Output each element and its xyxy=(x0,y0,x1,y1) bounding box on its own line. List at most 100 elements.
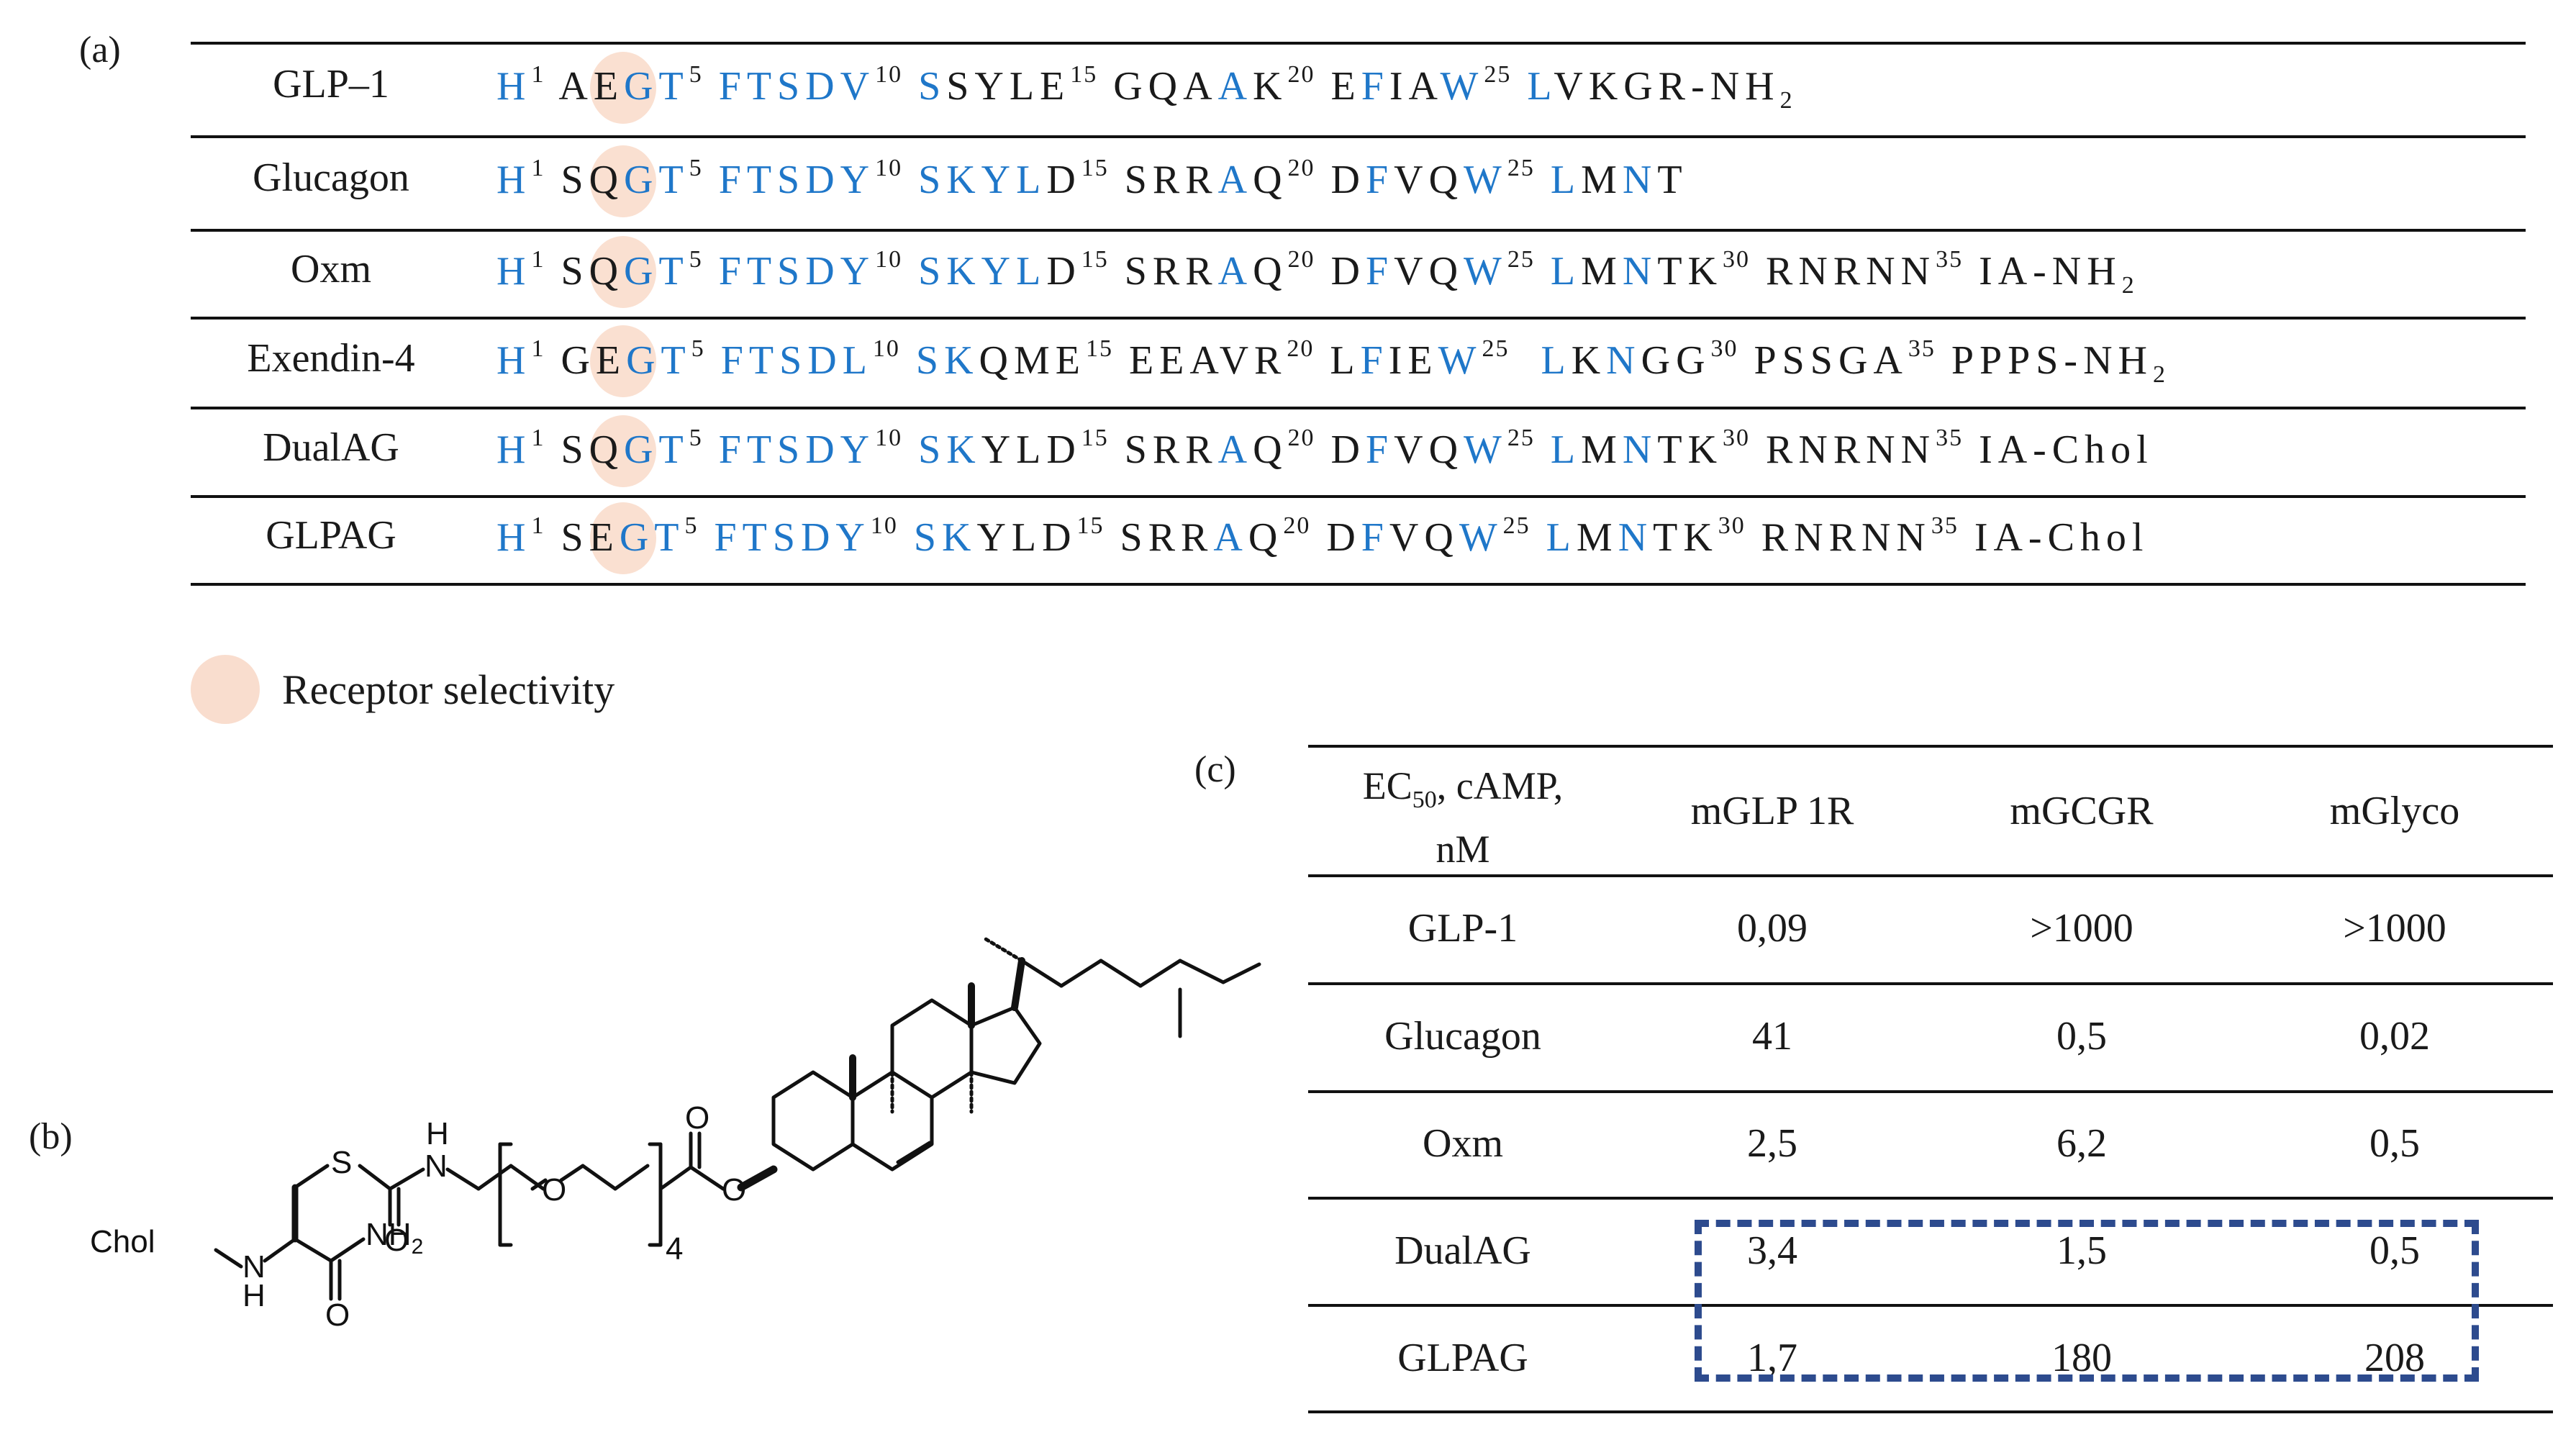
residue-segment: H xyxy=(496,427,532,472)
carbamate-n: N xyxy=(425,1149,448,1184)
residue-segment: YLD xyxy=(976,515,1077,560)
residue-segment: W xyxy=(1464,249,1507,294)
legend-label: Receptor selectivity xyxy=(282,666,615,713)
residue-number: 10 xyxy=(875,155,903,181)
selectivity-highlight xyxy=(590,325,656,397)
residue-segment: D xyxy=(1315,158,1366,202)
residue-segment: GG xyxy=(1641,338,1711,383)
table-c-row-rule xyxy=(1308,1197,2553,1200)
row-name: Oxm xyxy=(1423,1121,1503,1166)
residue-number: 30 xyxy=(1718,512,1746,539)
residue-segment: RNRNN xyxy=(1750,249,1936,294)
cell-value: >1000 xyxy=(2343,906,2446,951)
table-header-col: mGLP 1R xyxy=(1690,789,1854,833)
residue-segment: Q xyxy=(1253,158,1288,202)
thioether-s: S xyxy=(331,1145,352,1180)
residue-number: 35 xyxy=(1931,512,1959,539)
residue-segment: W xyxy=(1438,338,1482,383)
residue-number: 5 xyxy=(684,512,699,539)
peptide-sequence: H1 SEGT5 FTSDY10 SKYLD15 SRRAQ20 DFVQW25… xyxy=(496,512,2149,561)
residue-segment: H xyxy=(496,515,532,560)
residue-segment: W xyxy=(1464,158,1507,202)
residue-number: 15 xyxy=(1076,512,1105,539)
selectivity-highlight xyxy=(590,145,656,217)
peg-o: O xyxy=(542,1172,566,1208)
row-name: GLPAG xyxy=(1397,1336,1528,1380)
ester-carbonyl-o: O xyxy=(685,1100,709,1136)
sequence-name: GLPAG xyxy=(266,513,396,558)
residue-segment: SYLE xyxy=(946,64,1071,109)
residue-segment: VQ xyxy=(1389,515,1459,560)
residue-segment: RNRNN xyxy=(1745,515,1931,560)
peptide-sequence: H1 SQGT5 FTSDY10 SKYLD15 SRRAQ20 DFVQW25… xyxy=(496,246,2140,299)
cell-value: 1,5 xyxy=(2056,1228,2107,1273)
cell-value: 6,2 xyxy=(2056,1121,2107,1166)
residue-segment: D xyxy=(1046,249,1081,294)
residue-segment: SQ xyxy=(545,427,625,472)
sequence-name: GLP–1 xyxy=(273,62,389,107)
residue-number: 5 xyxy=(689,246,703,273)
residue-segment: M xyxy=(1581,158,1623,202)
row-name: GLP-1 xyxy=(1407,906,1518,951)
residue-segment: S xyxy=(902,64,947,109)
residue-number: 35 xyxy=(1908,335,1936,362)
cell-value: 41 xyxy=(1752,1014,1792,1059)
residue-segment: VKGR-NH xyxy=(1554,64,1780,109)
residue-segment: TK xyxy=(1653,515,1718,560)
residue-segment: SRR xyxy=(1108,158,1218,202)
cell-value: 0,02 xyxy=(2359,1014,2430,1059)
carbamate-h: H xyxy=(426,1116,449,1151)
residue-number: 5 xyxy=(691,335,705,362)
peg-repeat: 4 xyxy=(666,1231,683,1267)
residue-segment: W xyxy=(1459,515,1503,560)
residue-segment: M xyxy=(1581,249,1623,294)
residue-segment: FTSDY xyxy=(702,158,876,202)
sequence-name: Oxm xyxy=(291,247,371,291)
residue-number: 1 xyxy=(531,512,545,539)
peptide-sequence: H1 SQGT5 FTSDY10 SKYLD15 SRRAQ20 DFVQW25… xyxy=(496,425,2154,473)
residue-segment: IE xyxy=(1388,338,1438,383)
table-a-row-rule xyxy=(191,407,2526,409)
residue-number: 15 xyxy=(1081,425,1109,451)
residue-segment: A xyxy=(1217,249,1253,294)
residue-number: 25 xyxy=(1507,155,1535,181)
panel-label-c: (c) xyxy=(1194,749,1236,790)
residue-number: 20 xyxy=(1287,335,1315,362)
residue-segment: IA-Chol xyxy=(1958,515,2149,560)
table-c-bottom-rule xyxy=(1308,1410,2553,1413)
table-header-col: mGlyco xyxy=(2329,789,2460,833)
residue-segment: L xyxy=(1534,249,1582,294)
residue-segment: SQ xyxy=(545,158,625,202)
residue-segment: VQ xyxy=(1394,158,1464,202)
residue-number: 1 xyxy=(531,246,545,273)
residue-segment: VQ xyxy=(1394,427,1464,472)
residue-segment: SRR xyxy=(1104,515,1214,560)
residue-segment: Q xyxy=(1248,515,1284,560)
residue-segment: K xyxy=(1253,64,1288,109)
residue-number: 25 xyxy=(1484,61,1512,88)
residue-segment: E xyxy=(1315,64,1361,109)
amine-n: N xyxy=(242,1249,266,1285)
residue-segment: PPPS-NH xyxy=(1935,338,2153,383)
residue-segment: QME xyxy=(979,338,1086,383)
amine-h: H xyxy=(242,1278,266,1313)
residue-segment: L xyxy=(1530,515,1577,560)
residue-segment: K xyxy=(1571,338,1607,383)
residue-segment: W xyxy=(1464,427,1507,472)
row-name: Glucagon xyxy=(1384,1014,1541,1059)
residue-number: 25 xyxy=(1507,425,1535,451)
subscript: 2 xyxy=(1779,87,1798,114)
residue-number: 10 xyxy=(875,246,903,273)
residue-segment: Q xyxy=(1253,249,1288,294)
residue-segment: RNRNN xyxy=(1750,427,1936,472)
residue-number: 5 xyxy=(689,425,703,451)
residue-number: 10 xyxy=(870,512,898,539)
subscript: 2 xyxy=(2152,361,2171,388)
table-c-top-rule xyxy=(1308,745,2553,748)
row-name: DualAG xyxy=(1394,1228,1531,1273)
residue-segment: N xyxy=(1618,515,1654,560)
residue-number: 20 xyxy=(1287,425,1315,451)
selectivity-highlight xyxy=(590,236,656,308)
residue-segment: F xyxy=(1360,338,1389,383)
residue-segment: GT xyxy=(624,158,689,202)
